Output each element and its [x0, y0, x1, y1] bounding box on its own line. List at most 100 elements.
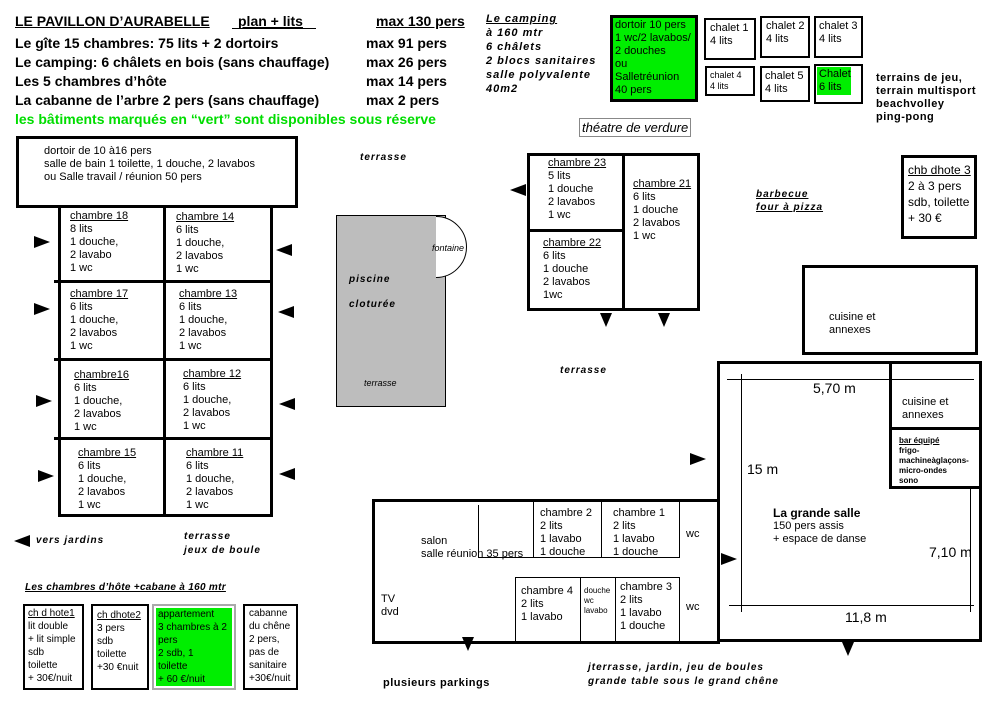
- dimension-line: [741, 374, 742, 612]
- capacity-row-camping: Le camping: 6 châlets en bois (sans chau…: [15, 54, 330, 70]
- hote-line: + 60 €/nuit: [158, 674, 205, 685]
- dortoir-10-box[interactable]: dortoir 10 pers 1 wc/2 lavabos/ 2 douche…: [610, 15, 698, 102]
- room-line: 1 wc: [74, 421, 97, 433]
- room-chambre-1[interactable]: chambre 1 2 lits 1 lavabo 1 douche: [613, 507, 665, 559]
- room-line: 2 lits: [521, 598, 544, 610]
- room-chambre-4[interactable]: chambre 4 2 lits 1 lavabo: [521, 585, 573, 624]
- room-line: 8 lits: [70, 223, 93, 235]
- room-line: 2 lavabo: [70, 249, 112, 261]
- room-line: 1 douche,: [183, 394, 232, 406]
- room-chambre-13[interactable]: chambre 13 6 lits 1 douche, 2 lavabos 1 …: [179, 288, 237, 353]
- room-line: 2 lits: [613, 520, 636, 532]
- room-line: 2 lavabos: [548, 196, 596, 208]
- dimension-line: [727, 379, 974, 380]
- cuisine-annexes-2[interactable]: cuisine et annexes: [902, 396, 948, 422]
- dortoir16-line: ou Salle travail / réunion 50 pers: [44, 171, 202, 183]
- hote-line: 3 pers: [97, 623, 125, 634]
- room-line: 2 lavabos: [74, 408, 122, 420]
- chalet-3[interactable]: chalet 3 4 lits: [814, 16, 863, 58]
- chambre-hote-3[interactable]: chb dhote 3 2 à 3 pers sdb, toilette + 3…: [901, 155, 977, 239]
- hote-line: du chêne: [249, 621, 291, 632]
- room-chambre-2[interactable]: chambre 2 2 lits 1 lavabo 1 douche: [540, 507, 592, 559]
- room-chambre-22[interactable]: chambre 22 6 lits 1 douche 2 lavabos 1wc: [543, 237, 601, 302]
- chalet-6[interactable]: Chalet 6 lits: [814, 64, 863, 104]
- hote-line: sdb: [28, 647, 45, 658]
- entrance-arrow-icon: [34, 236, 50, 248]
- bar-line: sono: [899, 476, 919, 485]
- max-total: max 130 pers: [376, 13, 465, 29]
- entrance-arrow-icon: [279, 468, 295, 480]
- hote-line: ch dhote2: [97, 610, 141, 621]
- dortoir-16-box[interactable]: dortoir de 10 à16 pers salle de bain 1 t…: [16, 136, 298, 208]
- bar-equipe[interactable]: bar équipé frigo- machineàglaçons- micro…: [899, 436, 969, 486]
- capacity-row-camping-max: max 26 pers: [366, 54, 447, 70]
- room-line: 1 wc: [78, 499, 101, 511]
- dim-left-label: 15 m: [747, 461, 779, 477]
- hote-line: lit double: [28, 621, 69, 632]
- hote-line: 2 sdb, 1: [158, 648, 194, 659]
- room-chambre-18[interactable]: chambre 18 8 lits 1 douche, 2 lavabo 1 w…: [70, 210, 128, 275]
- room-name: chambre 21: [633, 178, 692, 190]
- room-chambre-3[interactable]: chambre 3 2 lits 1 lavabo 1 douche: [620, 581, 672, 633]
- chalet-beds: 4 lits: [765, 83, 788, 95]
- tv-dvd: TV dvd: [381, 593, 399, 619]
- room-line: 1wc: [543, 289, 563, 301]
- activities-text: terrains de jeu, terrain multisport beac…: [876, 72, 976, 124]
- room-line: 1 lavabo: [521, 611, 563, 623]
- chalet-1[interactable]: chalet 1 4 lits: [704, 18, 756, 60]
- chalet-5[interactable]: chalet 5 4 lits: [760, 66, 810, 102]
- room-line: 1 douche: [548, 183, 594, 195]
- camping-line: salle polyvalente: [486, 69, 592, 81]
- salon-room[interactable]: salon salle réunion 35 pers: [421, 535, 523, 561]
- appartement-box[interactable]: appartement 3 chambres à 2 pers 2 sdb, 1…: [152, 604, 236, 690]
- chb3-line: chb dhote 3: [908, 163, 971, 177]
- chb3-line: + 30 €: [908, 211, 942, 225]
- hote-line: appartement: [158, 609, 215, 620]
- douche-wc-lavabo: douche wc lavabo: [584, 586, 610, 616]
- room-line: 1 lavabo: [613, 533, 655, 545]
- capacity-row-gite-max: max 91 pers: [366, 35, 447, 51]
- chambre-hote-2[interactable]: ch dhote2 3 pers sdb toilette +30 €nuit: [91, 604, 149, 690]
- hote-title: Les chambres d’hôte +cabane à 160 mtr: [25, 582, 226, 593]
- hote-line: toilette: [28, 660, 58, 671]
- douche-line: douche: [584, 586, 611, 595]
- room-line: 1 lavabo: [540, 533, 582, 545]
- chambre-hote-1[interactable]: ch d hote1 lit double + lit simple sdb t…: [23, 604, 84, 690]
- room-chambre-14[interactable]: chambre 14 6 lits 1 douche, 2 lavabos 1 …: [176, 211, 234, 276]
- grande-salle-title: La grande salle: [773, 506, 861, 520]
- cuisine-annexes-box[interactable]: cuisine et annexes: [802, 265, 978, 355]
- grande-salle-text: La grande salle 150 pers assis + espace …: [773, 507, 866, 546]
- wall: [889, 427, 982, 430]
- room-chambre-15[interactable]: chambre 15 6 lits 1 douche, 2 lavabos 1 …: [78, 447, 136, 512]
- wall: [679, 577, 680, 643]
- barbecue-label: barbecue four à pizza: [756, 188, 823, 214]
- salon-line: salon: [421, 535, 448, 547]
- activity-line: beachvolley: [876, 98, 945, 110]
- chalet-name: chalet 4: [710, 70, 742, 80]
- room-line: 6 lits: [186, 460, 209, 472]
- dortoir10-line: dortoir 10 pers: [615, 19, 686, 31]
- chalet-4[interactable]: chalet 4 4 lits: [705, 66, 755, 96]
- room-chambre-21[interactable]: chambre 21 6 lits 1 douche 2 lavabos 1 w…: [633, 178, 691, 243]
- cabanne-chene[interactable]: cabanne du chêne 2 pers, pas de sanitair…: [243, 604, 298, 690]
- room-chambre-23[interactable]: chambre 23 5 lits 1 douche 2 lavabos 1 w…: [548, 157, 606, 222]
- room-chambre-17[interactable]: chambre 17 6 lits 1 douche, 2 lavabos 1 …: [70, 288, 128, 353]
- douche-line: wc: [584, 596, 594, 605]
- room-name: chambre 22: [543, 237, 602, 249]
- chalet-name: chalet 5: [765, 70, 804, 82]
- room-chambre-16[interactable]: chambre16 6 lits 1 douche, 2 lavabos 1 w…: [74, 369, 129, 434]
- room-chambre-11[interactable]: chambre 11 6 lits 1 douche, 2 lavabos 1 …: [186, 447, 243, 512]
- camping-line: 40m2: [486, 83, 519, 95]
- terrasse3-line: jeux de boule: [184, 545, 261, 556]
- room-name: chambre 11: [186, 447, 244, 459]
- room-line: 1 douche: [620, 620, 666, 632]
- activity-line: terrain multisport: [876, 85, 977, 97]
- hote-line: pers: [158, 635, 178, 646]
- chalet-2[interactable]: chalet 2 4 lits: [760, 16, 810, 58]
- hote-line: cabanne: [249, 608, 288, 619]
- wall: [889, 361, 892, 489]
- wall: [601, 502, 602, 558]
- wall: [163, 205, 166, 517]
- room-chambre-12[interactable]: chambre 12 6 lits 1 douche, 2 lavabos 1 …: [183, 368, 241, 433]
- room-line: 6 lits: [543, 250, 566, 262]
